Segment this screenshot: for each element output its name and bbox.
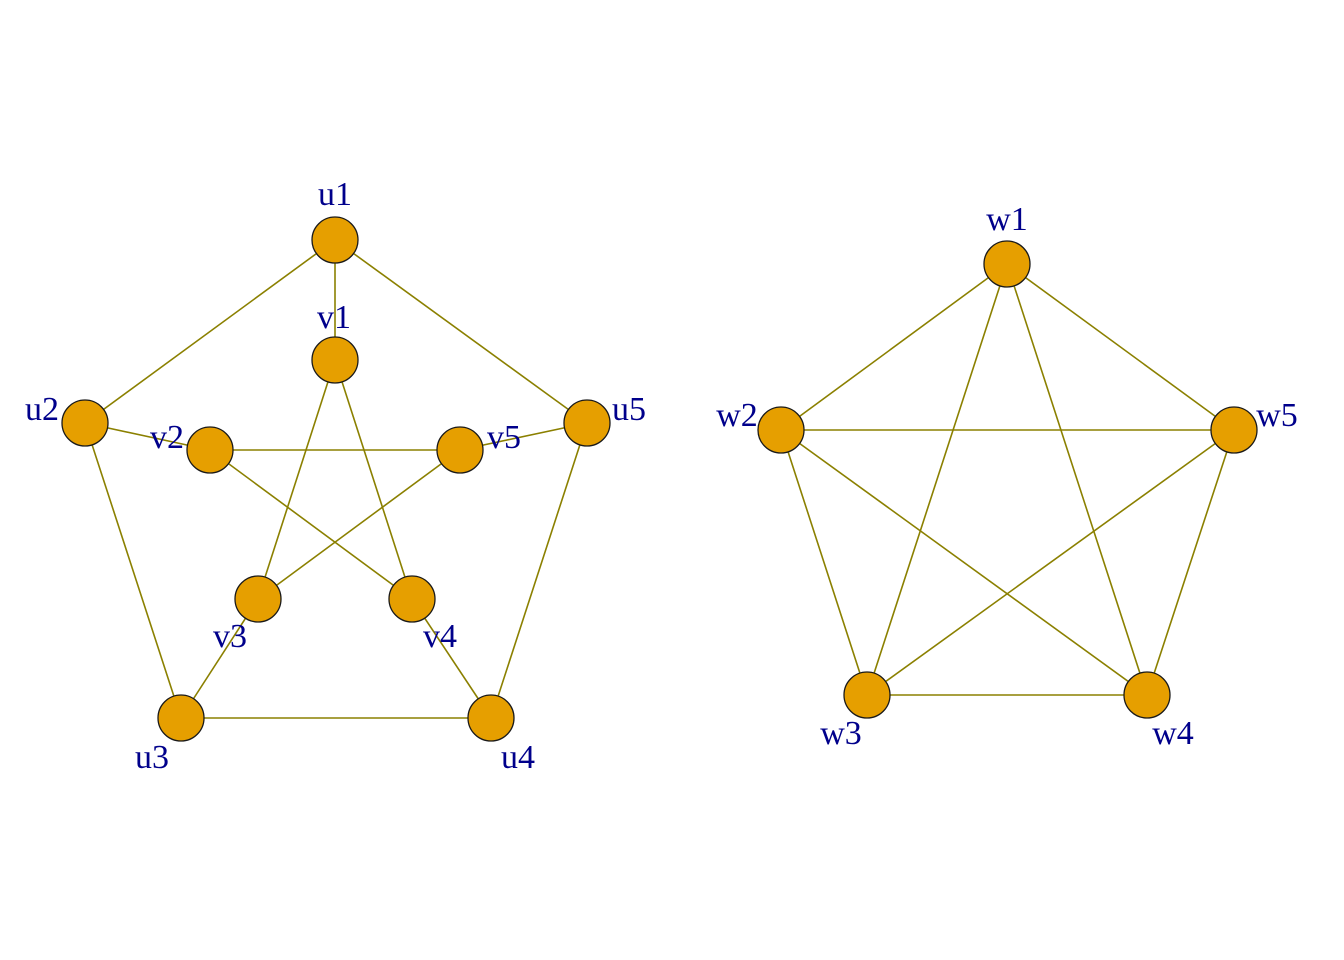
- vertex-label-u2: u2: [25, 391, 59, 428]
- vertex-label-u5: u5: [612, 391, 646, 428]
- edge-w4-w5: [1146, 429, 1235, 696]
- vertex-label-v3: v3: [213, 618, 247, 655]
- edge-w1-w2: [780, 263, 1008, 431]
- petersen-vertices: [61, 216, 611, 742]
- vertex-label-u4: u4: [501, 739, 535, 776]
- vertex-label-u3: u3: [135, 739, 169, 776]
- vertex-label-v1: v1: [317, 299, 351, 336]
- complete-k5-graph: w1 w2 w3 w4 w5: [716, 201, 1298, 752]
- vertex-w3: [843, 671, 891, 719]
- vertex-v4: [388, 575, 436, 623]
- vertex-v5: [436, 426, 484, 474]
- vertex-w1: [983, 240, 1031, 288]
- vertex-label-w3: w3: [820, 715, 862, 752]
- vertex-u2: [61, 399, 109, 447]
- vertex-label-v2: v2: [150, 419, 184, 456]
- complete-k5-vertices: [757, 240, 1258, 719]
- edge-v1-v3: [257, 359, 336, 600]
- vertex-u3: [157, 694, 205, 742]
- vertex-label-u1: u1: [318, 176, 352, 213]
- vertex-label-v5: v5: [487, 419, 521, 456]
- vertex-w2: [757, 406, 805, 454]
- complete-k5-edges: [780, 263, 1235, 696]
- edge-w2-w4: [780, 429, 1148, 696]
- edge-u5-u1: [334, 239, 588, 424]
- vertex-w5: [1210, 406, 1258, 454]
- edge-u4-v4: [411, 598, 492, 719]
- vertex-u5: [563, 399, 611, 447]
- edge-v3-v5: [257, 449, 461, 600]
- vertex-v3: [234, 575, 282, 623]
- edge-w3-w5: [866, 429, 1235, 696]
- vertex-u1: [311, 216, 359, 264]
- edge-v2-v4: [209, 449, 413, 600]
- edge-w1-w5: [1006, 263, 1235, 431]
- edge-v4-v1: [334, 359, 413, 600]
- petersen-labels: u1 u2 u3 u4 u5 v1 v2 v3 v4 v5: [25, 176, 646, 776]
- vertex-label-v4: v4: [423, 618, 457, 655]
- vertex-label-w1: w1: [986, 201, 1028, 238]
- vertex-label-w4: w4: [1152, 715, 1194, 752]
- edge-w2-w3: [780, 429, 868, 696]
- vertex-w4: [1123, 671, 1171, 719]
- vertex-label-w5: w5: [1256, 397, 1298, 434]
- vertex-label-w2: w2: [716, 397, 758, 434]
- vertex-v1: [311, 336, 359, 384]
- edge-w1-w4: [1006, 263, 1148, 696]
- vertex-u4: [467, 694, 515, 742]
- edge-u4-u5: [490, 422, 588, 719]
- edge-u2-u3: [84, 422, 182, 719]
- vertex-v2: [186, 426, 234, 474]
- edge-u1-u2: [84, 239, 336, 424]
- petersen-graph: u1 u2 u3 u4 u5 v1 v2 v3 v4 v5: [25, 176, 646, 776]
- edge-w1-w3: [866, 263, 1008, 696]
- complete-k5-labels: w1 w2 w3 w4 w5: [716, 201, 1298, 752]
